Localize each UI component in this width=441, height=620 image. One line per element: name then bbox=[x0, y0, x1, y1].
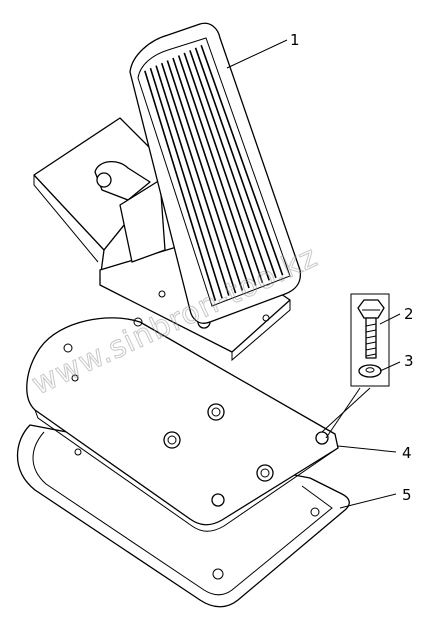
pedal-rib bbox=[166, 60, 244, 291]
callout-2: 2 bbox=[404, 305, 414, 323]
fastener-group-box bbox=[350, 293, 390, 387]
pedal-ribs bbox=[144, 45, 284, 301]
washer-part-3 bbox=[358, 364, 382, 378]
pedal-rib bbox=[177, 55, 257, 286]
bolt-part-2 bbox=[357, 299, 385, 359]
pedal-rib bbox=[194, 47, 277, 279]
leader-lines bbox=[226, 39, 401, 509]
callout-4: 4 bbox=[402, 444, 412, 462]
callout-1: 1 bbox=[290, 31, 300, 49]
callout-5: 5 bbox=[402, 486, 412, 504]
mounting-plate-part-4 bbox=[26, 317, 339, 532]
pedal-rib bbox=[155, 65, 230, 296]
pedal-rib bbox=[189, 50, 270, 281]
pedal-rib bbox=[160, 62, 237, 294]
pedal-rib bbox=[183, 52, 264, 284]
pedal-rib bbox=[172, 57, 250, 289]
pedal-rib bbox=[144, 70, 217, 301]
pedal-rib bbox=[200, 45, 284, 276]
pedal-pad-part-1 bbox=[129, 22, 302, 324]
callout-3: 3 bbox=[404, 352, 414, 370]
pedal-rib bbox=[149, 67, 223, 299]
